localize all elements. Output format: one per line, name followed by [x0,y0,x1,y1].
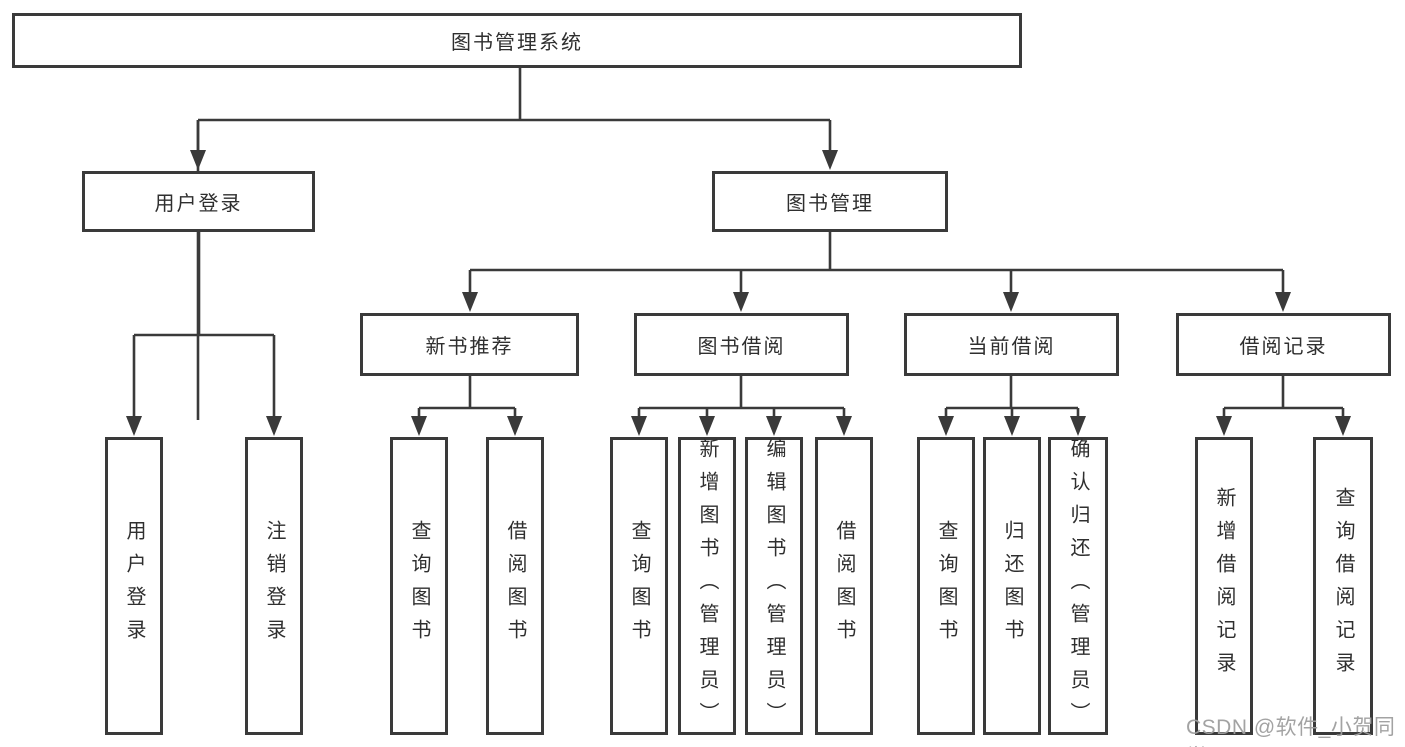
arrowhead-icons [126,150,1351,436]
node-book-management: 图书管理 [712,171,948,232]
leaf-query-books-current: 查询图书 [917,437,975,735]
node-system-root: 图书管理系统 [12,13,1022,68]
node-current-borrow: 当前借阅 [904,313,1119,376]
leaf-borrow-books-recommend: 借阅图书 [486,437,544,735]
leaf-confirm-return-admin: 确认归还（管理员） [1048,437,1108,735]
leaf-add-books-admin: 新增图书（管理员） [678,437,736,735]
leaf-query-books-borrow: 查询图书 [610,437,668,735]
node-book-borrow: 图书借阅 [634,313,849,376]
node-new-book-recommend: 新书推荐 [360,313,579,376]
node-borrow-record: 借阅记录 [1176,313,1391,376]
leaf-logout: 注销登录 [245,437,303,735]
leaf-query-books-recommend: 查询图书 [390,437,448,735]
node-user-login: 用户登录 [82,171,315,232]
leaf-add-borrow-record: 新增借阅记录 [1195,437,1253,735]
leaf-edit-books-admin: 编辑图书（管理员） [745,437,803,735]
leaf-query-borrow-record: 查询借阅记录 [1313,437,1373,735]
leaf-user-login: 用户登录 [105,437,163,735]
leaf-return-books: 归还图书 [983,437,1041,735]
leaf-borrow-books: 借阅图书 [815,437,873,735]
watermark: CSDN @软件_小贺同学 [1186,716,1396,747]
